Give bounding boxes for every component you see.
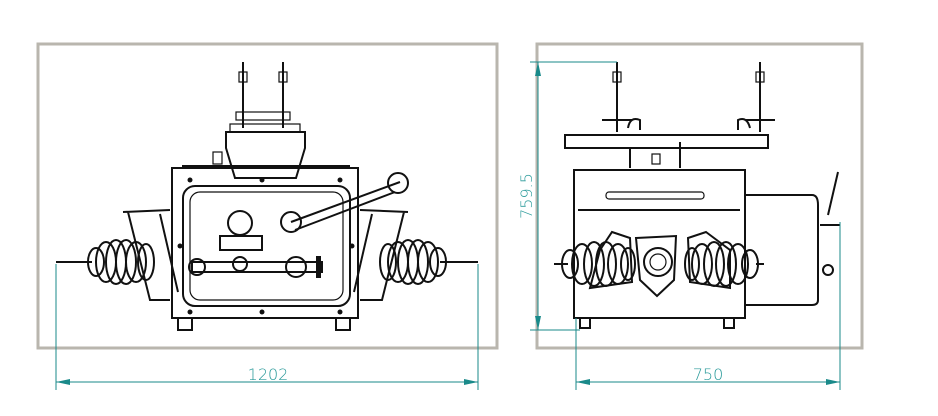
side-view-frame [535,42,864,350]
terminal-rods [602,62,775,132]
front-view: 1202 [36,42,499,390]
operating-handle [290,181,401,223]
dimension-label: 750 [693,365,724,384]
front-view-frame [36,42,499,350]
width-dimension-750: 750 [575,222,841,390]
main-tank [171,167,359,319]
left-insulator [56,239,155,285]
terminal-rods [235,62,291,128]
center-flange [634,234,678,298]
bolts [177,177,355,315]
top-housing [225,131,306,179]
side-view: 759.5 750 [517,42,864,390]
left-bracket [122,209,179,301]
right-insulator [379,239,478,285]
operating-lever [820,171,840,226]
mechanism-box [745,194,819,306]
mechanism-wheel [227,210,253,236]
dimension-label: 1202 [248,365,289,384]
left-insulator [554,241,636,287]
width-dimension-1202: 1202 [55,264,479,390]
right-insulator [684,241,764,287]
front-panel [182,185,351,307]
left-flange [588,230,634,290]
height-dimension-759-5: 759.5 [517,61,617,331]
dimension-label: 759.5 [517,173,536,219]
top-crossbar [564,134,769,149]
main-tank [573,169,746,319]
center-bushing [643,247,673,277]
